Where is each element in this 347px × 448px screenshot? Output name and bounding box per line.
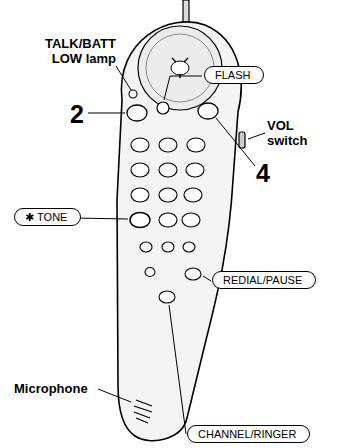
lamp bbox=[129, 90, 137, 98]
button-label: REDIAL/PAUSE bbox=[212, 271, 316, 289]
button-name: REDIAL/PAUSE bbox=[223, 274, 302, 286]
keypad bbox=[130, 138, 205, 303]
part-label: VOL switch bbox=[267, 118, 317, 148]
leader-lines bbox=[74, 66, 265, 434]
vol-switch bbox=[239, 132, 245, 148]
button-label: ✱ TONE bbox=[14, 208, 81, 226]
button-label: FLASH bbox=[204, 66, 264, 84]
button-name: CHANNEL/RINGER bbox=[198, 428, 296, 440]
flash-button bbox=[157, 102, 169, 114]
part-label: Microphone bbox=[14, 381, 100, 396]
button-name: ✱ TONE bbox=[25, 211, 67, 223]
part-label: TALK/BATT LOW lamp bbox=[30, 36, 116, 66]
button-label: CHANNEL/RINGER bbox=[187, 425, 310, 443]
part-label: 2 bbox=[70, 101, 90, 127]
talk-button bbox=[127, 105, 147, 121]
microphone-grille bbox=[134, 400, 152, 423]
part-label: 4 bbox=[256, 160, 276, 186]
button-4 bbox=[198, 103, 218, 119]
handset-body bbox=[117, 22, 241, 441]
button-name: FLASH bbox=[215, 69, 250, 81]
